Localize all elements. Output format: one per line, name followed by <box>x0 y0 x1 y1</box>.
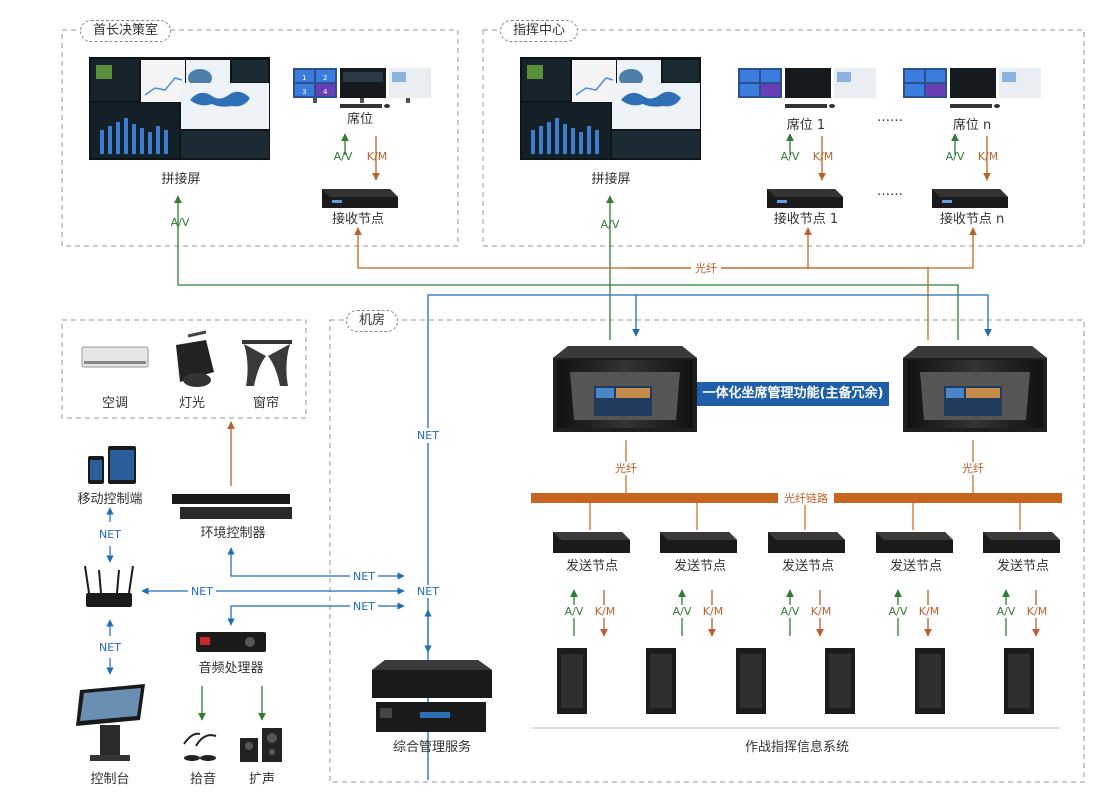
km-label: K/M <box>810 605 832 618</box>
management-service-label: 综合管理服务 <box>392 740 472 755</box>
mobile-device-image <box>88 446 136 484</box>
seat-monitors-office-image: 1 2 3 4 <box>293 68 431 108</box>
pickup-label: 拾音 <box>189 772 217 787</box>
km-label: K/M <box>1026 605 1048 618</box>
net-label: NET <box>99 641 121 654</box>
sender-node-label: 发送节点 <box>673 559 727 574</box>
receiver-office-label: 接收节点 <box>331 212 385 227</box>
km-label: K/M <box>812 150 834 163</box>
zone-env-border <box>61 319 307 419</box>
svg-text:2: 2 <box>323 74 327 82</box>
speaker-image <box>240 728 282 762</box>
video-wall-command-image <box>520 57 701 160</box>
net-label: NET <box>350 570 378 583</box>
sender-node-label: 发送节点 <box>781 559 835 574</box>
km-label: K/M <box>366 150 388 163</box>
environment-controller-image <box>172 494 292 519</box>
net-label: NET <box>188 585 216 598</box>
fiber-label: 光纤 <box>691 262 721 275</box>
svg-text:4: 4 <box>323 88 328 96</box>
management-rack-primary-image <box>553 346 697 432</box>
redundant-management-label: 一体化坐席管理功能(主备冗余) <box>697 382 889 406</box>
zone-command-border <box>482 29 1085 247</box>
net-label: NET <box>99 528 121 541</box>
sender-node-images <box>553 532 1060 553</box>
av-line-office-wall <box>174 195 959 340</box>
zone-label-command-center: 指挥中心 <box>500 20 579 42</box>
km-label: K/M <box>594 605 616 618</box>
av-label: A/V <box>333 150 353 163</box>
seat-1-monitors-image <box>738 68 876 108</box>
curtain-image <box>242 340 292 386</box>
console-label: 控制台 <box>90 772 130 787</box>
ellipsis-seats: …… <box>877 110 903 125</box>
net-hub-label: NET <box>414 585 442 598</box>
light-label: 灯光 <box>178 396 206 411</box>
av-label: A/V <box>600 218 620 231</box>
ellipsis-receivers: …… <box>877 184 903 199</box>
av-label: A/V <box>780 150 800 163</box>
air-conditioner-label: 空调 <box>101 396 129 411</box>
av-label: A/V <box>170 216 190 229</box>
speaker-label: 扩声 <box>248 772 276 787</box>
server-tower-images <box>557 648 1034 714</box>
svg-text:3: 3 <box>302 88 306 96</box>
seat-1-label: 席位 1 <box>786 118 826 133</box>
net-label: NET <box>350 600 378 613</box>
air-conditioner-image <box>81 346 149 368</box>
router-image <box>84 565 134 607</box>
av-label: A/V <box>780 605 800 618</box>
receiver-node-n-image <box>932 189 1008 208</box>
svg-text:1: 1 <box>302 74 306 82</box>
video-wall-command-label: 拼接屏 <box>591 172 631 187</box>
info-system-label: 作战指挥信息系统 <box>744 740 850 755</box>
mobile-control-label: 移动控制端 <box>77 492 143 507</box>
av-label: A/V <box>888 605 908 618</box>
audio-processor-image <box>196 632 266 652</box>
curtain-label: 窗帘 <box>252 396 280 411</box>
environment-controller-label: 环境控制器 <box>200 526 266 541</box>
audio-processor-label: 音频处理器 <box>198 661 264 676</box>
av-label: A/V <box>564 605 584 618</box>
av-label: A/V <box>996 605 1016 618</box>
stage-light-image <box>176 330 214 387</box>
seat-n-monitors-image <box>903 68 1041 108</box>
km-label: K/M <box>702 605 724 618</box>
av-label: A/V <box>945 150 965 163</box>
receiver-node-office-image <box>322 189 398 208</box>
receiver-node-1-image <box>767 189 843 208</box>
fiber-label: 光纤 <box>959 462 987 475</box>
sender-node-label: 发送节点 <box>565 559 619 574</box>
av-label: A/V <box>672 605 692 618</box>
net-line-to-racks <box>427 294 640 780</box>
video-wall-office-label: 拼接屏 <box>161 172 201 187</box>
management-rack-standby-image <box>903 346 1047 432</box>
seat-n-label: 席位 n <box>952 118 992 133</box>
km-label: K/M <box>918 605 940 618</box>
receiver-n-label: 接收节点 n <box>939 212 1005 227</box>
fiber-bus-label: 光纤链路 <box>778 492 834 505</box>
management-server-image <box>372 660 492 732</box>
net-label: NET <box>415 428 441 443</box>
video-wall-office-image <box>89 57 270 160</box>
receiver-1-label: 接收节点 1 <box>773 212 839 227</box>
seat-office-label: 席位 <box>346 112 374 127</box>
zone-label-machine-room: 机房 <box>346 310 399 332</box>
km-label: K/M <box>977 150 999 163</box>
zone-office-border <box>61 29 459 247</box>
fiber-label: 光纤 <box>612 462 640 475</box>
sender-node-label: 发送节点 <box>889 559 943 574</box>
zone-label-office: 首长决策室 <box>80 20 172 42</box>
sender-av-km-arrows <box>570 589 1040 637</box>
console-image <box>76 684 145 761</box>
microphone-image <box>183 732 217 761</box>
sender-node-label: 发送节点 <box>996 559 1050 574</box>
fiber-line-receivers <box>354 227 929 340</box>
